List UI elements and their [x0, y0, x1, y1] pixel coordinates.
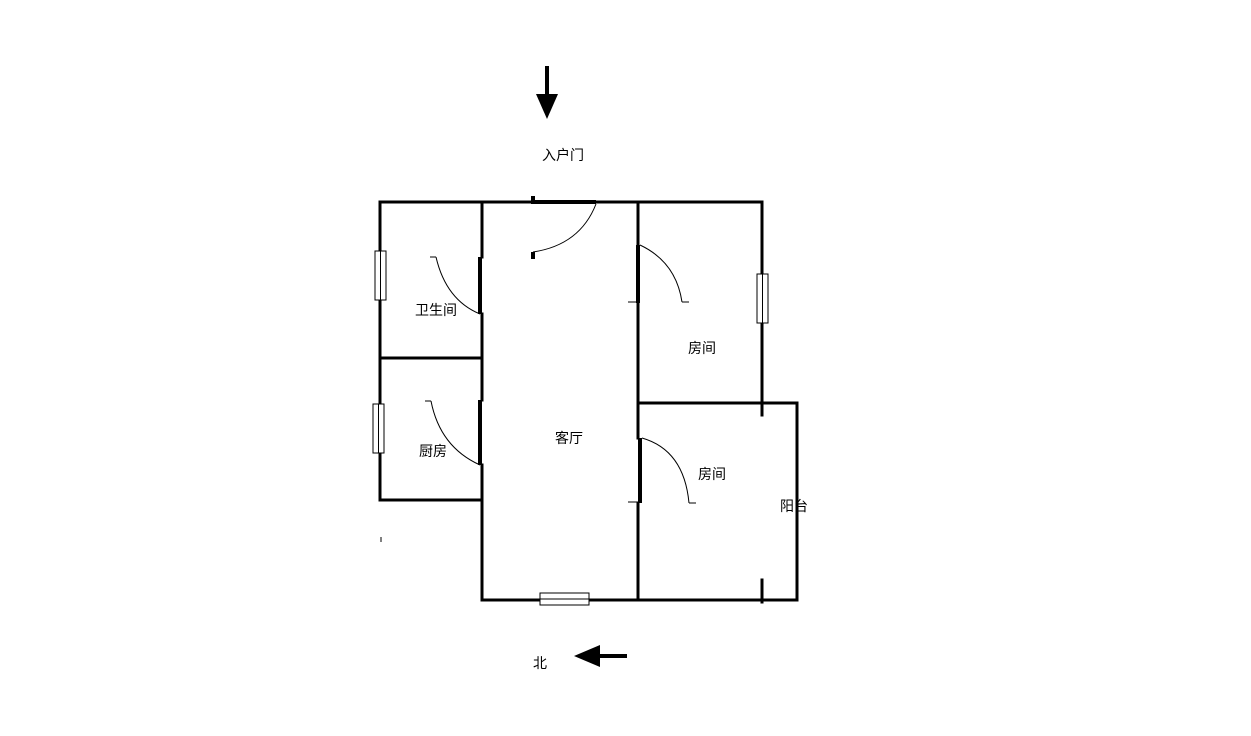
north-label: 北 — [533, 655, 547, 671]
window-bathroom — [374, 250, 387, 301]
north-arrow-icon — [574, 645, 627, 667]
living-room-label: 客厅 — [555, 430, 583, 446]
bathroom-door — [430, 256, 482, 315]
interior-walls — [378, 200, 640, 602]
balcony-walls — [638, 401, 799, 604]
bathroom-label: 卫生间 — [415, 302, 457, 318]
entrance-arrow-icon — [536, 66, 558, 119]
bedroom-top-label: 房间 — [688, 340, 716, 356]
bedroom-top-door — [628, 244, 689, 303]
bedroom-bottom-label: 房间 — [698, 466, 726, 482]
balcony-label: 阳台 — [780, 498, 808, 514]
kitchen-label: 厨房 — [419, 443, 447, 459]
entrance-label: 入户门 — [542, 147, 584, 163]
entrance-door — [531, 196, 597, 259]
window-living-room — [539, 592, 590, 606]
window-bedroom — [756, 273, 769, 324]
kitchen-door — [425, 400, 482, 466]
window-kitchen — [372, 403, 385, 454]
bedroom-bottom-door — [628, 437, 696, 504]
